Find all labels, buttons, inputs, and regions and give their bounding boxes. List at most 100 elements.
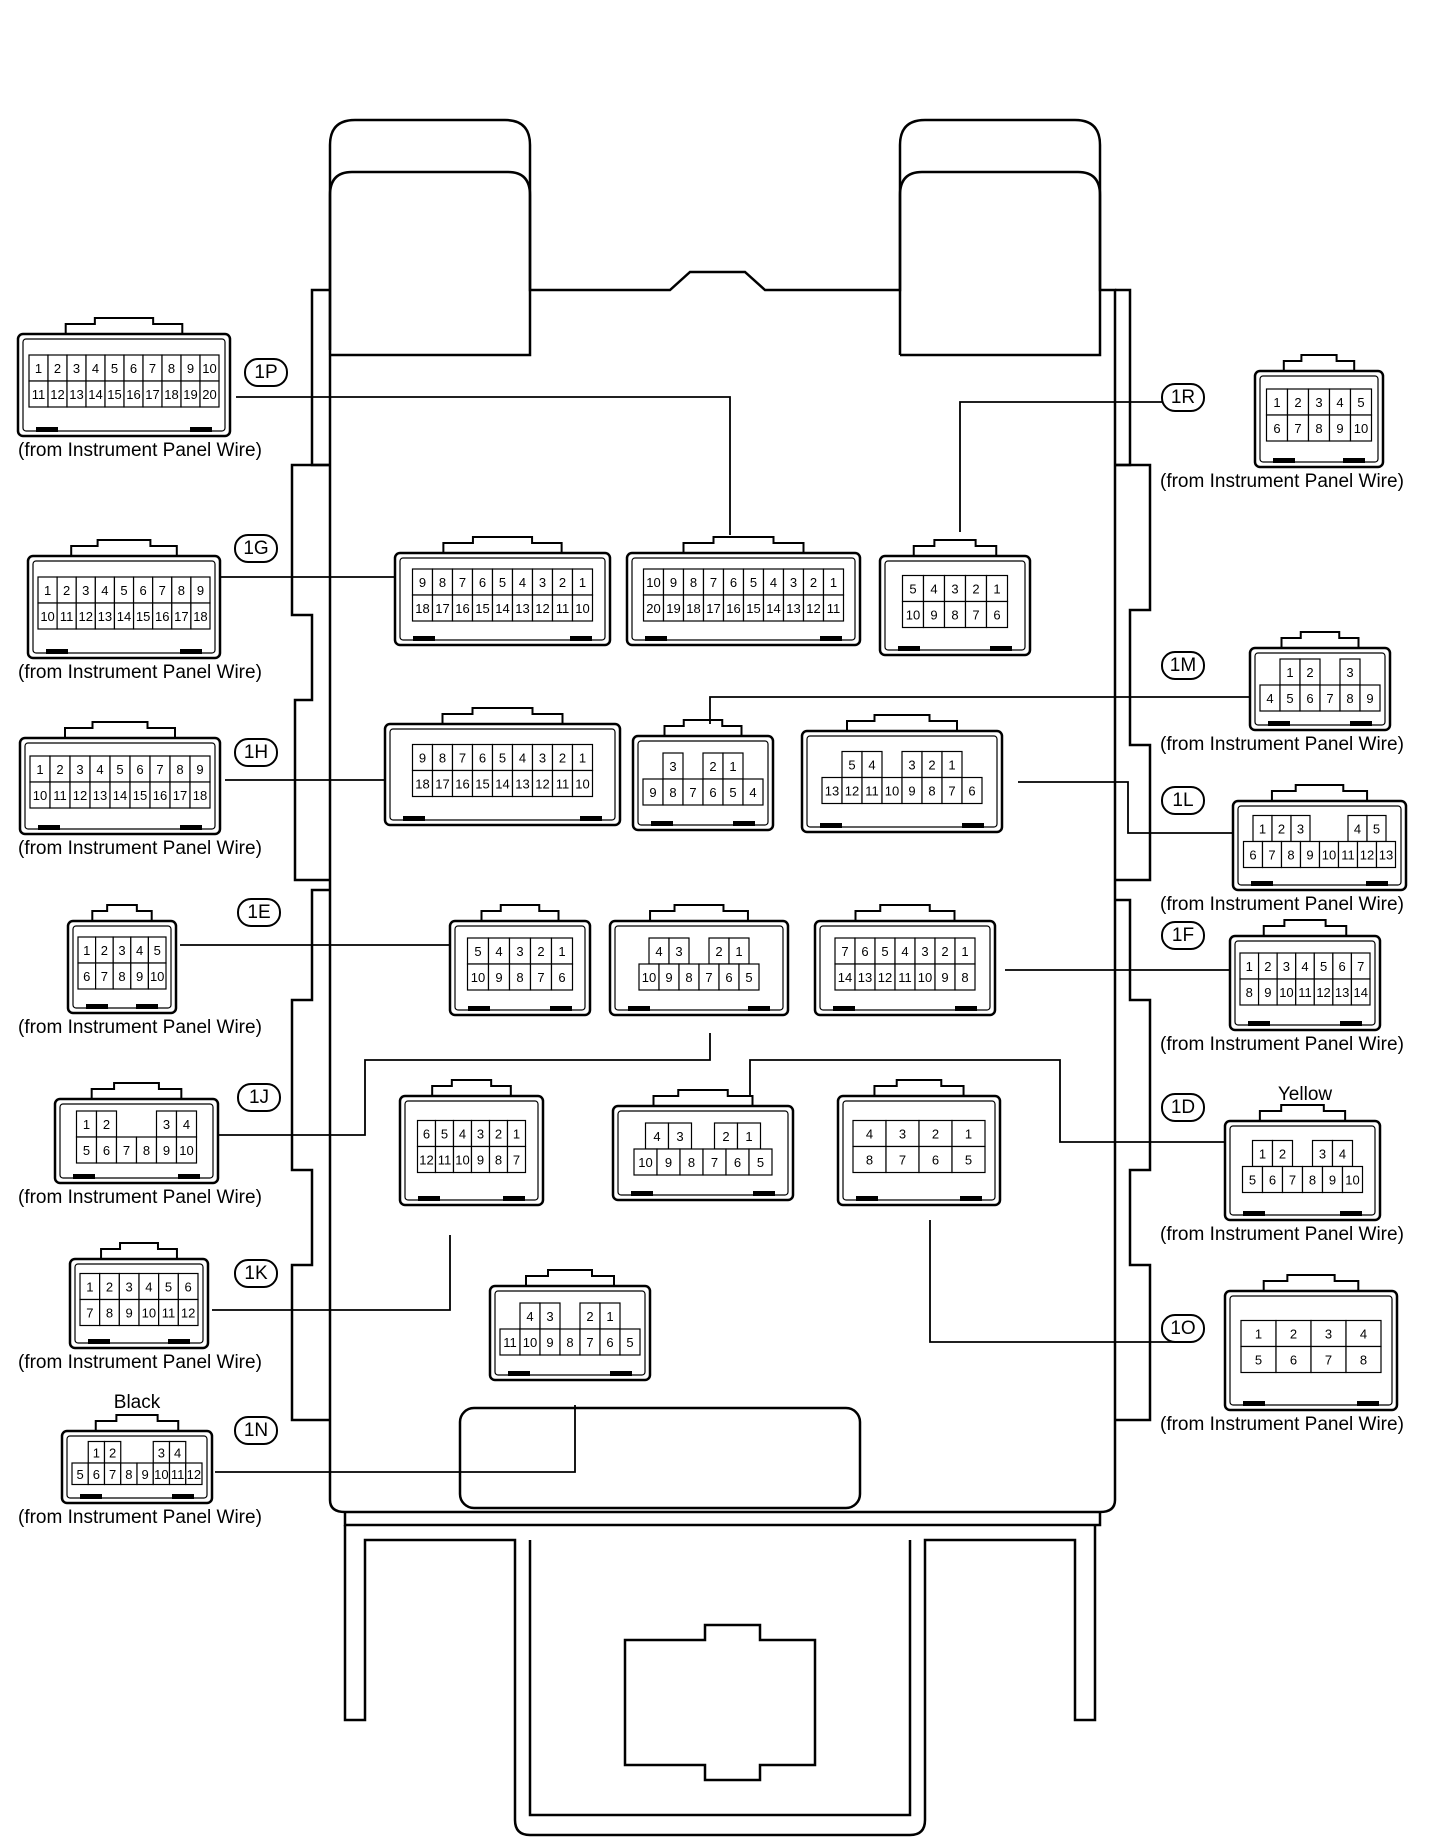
clip (36, 427, 58, 432)
pin-cell (961, 776, 983, 805)
connector-inner (22, 338, 226, 432)
pin-label: 2 (1294, 395, 1301, 410)
pin-label: 4 (101, 583, 108, 598)
pin-label: 5 (154, 943, 161, 958)
clip (631, 1191, 653, 1196)
connector-inner (1229, 1125, 1376, 1216)
pin-label: 4 (655, 944, 662, 959)
pin-label: 3 (158, 1445, 165, 1460)
pin-label: 1 (1273, 395, 1280, 410)
connector-inner (617, 1110, 789, 1196)
pin-label: 7 (1326, 691, 1333, 706)
pin-label: 12 (50, 387, 64, 402)
latch (442, 536, 563, 555)
pin-label: 2 (63, 583, 70, 598)
pin-cell (954, 963, 976, 991)
pin-label: 6 (725, 970, 732, 985)
pin-label: 3 (790, 575, 797, 590)
pin-label: 4 (770, 575, 777, 590)
pin-label: 6 (136, 762, 143, 777)
pin-label: 8 (178, 583, 185, 598)
pin-cell (951, 1119, 986, 1148)
clip (508, 1371, 530, 1376)
pin-label: 6 (103, 1143, 110, 1158)
pin-label: 3 (126, 1280, 133, 1295)
connector-subtitle: (from Instrument Panel Wire) (18, 1187, 262, 1208)
pin-label: 19 (666, 601, 680, 616)
pin-label: 9 (546, 1335, 553, 1350)
clip (178, 1174, 200, 1179)
pin-label: 3 (675, 944, 682, 959)
latch (1262, 1274, 1360, 1293)
clip (733, 821, 755, 826)
pin-label: 12 (806, 601, 820, 616)
clip (172, 1494, 194, 1499)
pin-label: 10 (1322, 848, 1336, 863)
pin-label: 10 (523, 1335, 537, 1350)
tag-label: 1D (1171, 1097, 1195, 1118)
tag-oval (1161, 383, 1205, 412)
connector-inner (806, 735, 998, 828)
pin-cell (918, 1145, 953, 1174)
pin-label: 5 (1357, 395, 1364, 410)
pin-label: 1 (1259, 822, 1266, 837)
pin-label: 4 (519, 575, 526, 590)
clip (1251, 881, 1273, 886)
clip (418, 1196, 440, 1201)
pin-label: 2 (495, 1127, 502, 1142)
pin-label: 6 (130, 361, 137, 376)
connector-inner (842, 1100, 996, 1201)
tag-oval (1161, 651, 1205, 680)
pin-label: 18 (193, 788, 207, 803)
pin-label: 15 (746, 601, 760, 616)
connector-inner (72, 925, 172, 1009)
latch (100, 1242, 178, 1261)
pin-label: 13 (515, 777, 529, 792)
connector-inner (1259, 375, 1379, 463)
pin-label: 9 (1329, 1173, 1336, 1188)
pin-label: 6 (1269, 1173, 1276, 1188)
pin-cell (1375, 840, 1397, 869)
tag-oval (237, 1083, 281, 1112)
tag-1o: 1O (1161, 1314, 1205, 1343)
pin-label: 2 (1278, 822, 1285, 837)
pin-cell (619, 1328, 641, 1356)
pin-label: 3 (82, 583, 89, 598)
latch (682, 536, 805, 555)
tag-label: 1R (1171, 387, 1195, 408)
pin-label: 7 (1357, 959, 1364, 974)
pin-label: 16 (455, 601, 469, 616)
pin-cell (1310, 1345, 1347, 1374)
clip (413, 636, 435, 641)
latch (1262, 919, 1348, 938)
pin-cell (571, 769, 594, 798)
clip (550, 1006, 572, 1011)
clip (1350, 721, 1372, 726)
pin-label: 2 (1290, 1327, 1297, 1342)
pin-label: 9 (649, 785, 656, 800)
pin-label: 4 (96, 762, 103, 777)
pin-label: 6 (993, 608, 1000, 623)
pin-label: 10 (142, 1306, 156, 1321)
clip (645, 636, 667, 641)
pin-label: 8 (1315, 421, 1322, 436)
pin-label: 11 (60, 609, 74, 624)
pin-label: 1 (961, 944, 968, 959)
connector-inner (74, 1263, 204, 1344)
pin-label: 18 (415, 777, 429, 792)
pin-label: 11 (827, 601, 841, 616)
pin-label: 17 (173, 788, 187, 803)
pin-label: 9 (477, 1153, 484, 1168)
latch (431, 1079, 512, 1098)
pin-label: 9 (908, 784, 915, 799)
pin-label: 2 (941, 944, 948, 959)
pin-label: 3 (539, 751, 546, 766)
pin-label: 19 (183, 387, 197, 402)
clip (856, 1196, 878, 1201)
